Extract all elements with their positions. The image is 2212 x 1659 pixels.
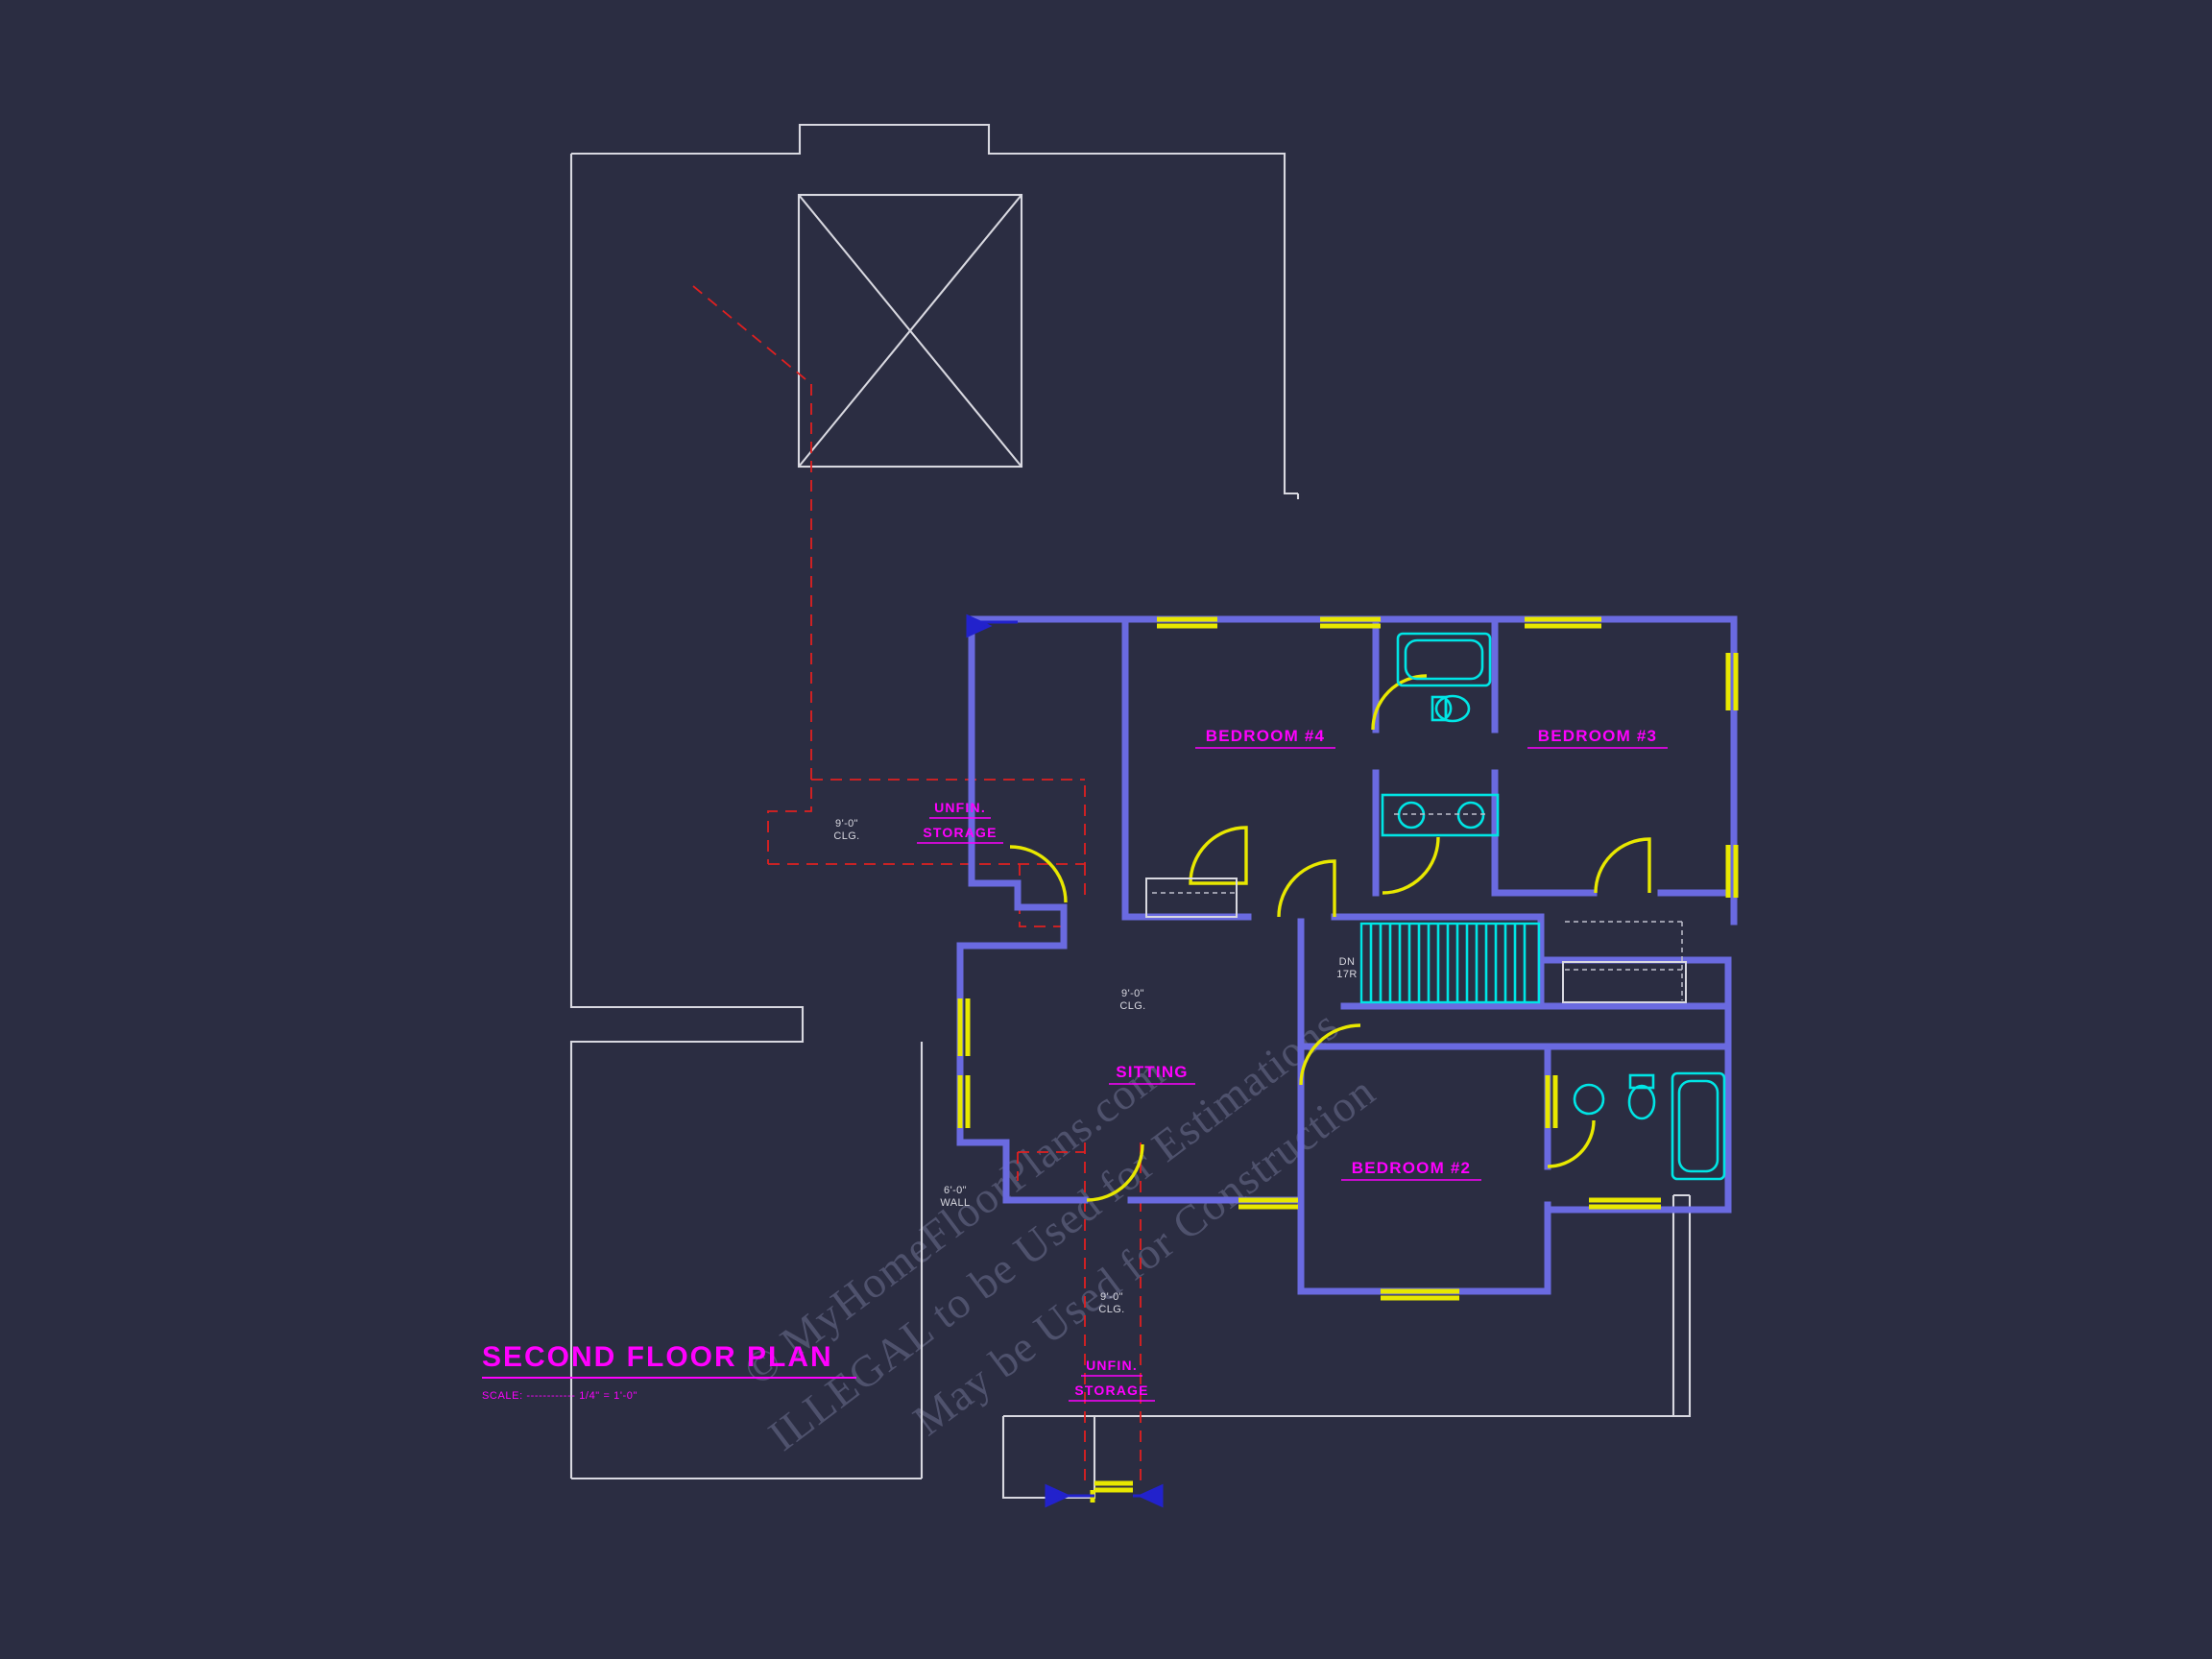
room-label-bedroom-3: BEDROOM #3 [1538,727,1657,745]
note-clg-3-line1: 9'-0" [1100,1291,1123,1303]
stair-treads [1359,922,1541,1004]
door-swing-sitting-bottom [1086,1143,1144,1202]
door-swing-bed2 [1299,1023,1361,1086]
door-swing-bath-lower [1382,836,1440,895]
note-clg-2-line1: 9'-0" [1121,988,1144,999]
room-label-unfin-storage-lower-line2: STORAGE [1074,1382,1148,1398]
right-outline [1673,1195,1692,1418]
note-stair-dn: DN [1339,956,1356,968]
vanity-upper [1381,793,1500,837]
sink-master [1573,1083,1605,1116]
roof-diagonal-2 [798,194,1022,468]
note-wall-line2: WALL [940,1197,970,1209]
door-swing-bath-top [1371,674,1428,731]
footprint-outline-lower-left [571,1042,924,1480]
footprint-outline [569,123,1298,1479]
toilet-master-bowl [1627,1084,1656,1120]
door-swing-bed3 [1594,837,1651,894]
note-clg-1-line2: CLG. [833,830,859,842]
door-swing-mbath [1547,1119,1596,1168]
dashed-storage-upper-left [767,384,812,864]
bathtub-master [1671,1071,1726,1181]
toilet-upper-bowl-outline [1434,694,1471,723]
room-label-sitting: SITTING [1116,1063,1188,1081]
roof-box-group [797,193,1023,469]
sink-upper-right [1456,801,1485,830]
room-label-bedroom-4: BEDROOM #4 [1206,727,1325,745]
note-clg-1-line1: 9'-0" [835,818,858,830]
page-title: SECOND FLOOR PLAN [482,1341,833,1373]
room-label-unfin-storage-upper-line1: UNFIN. [934,800,986,815]
toilet-upper-bowl [1444,696,1453,721]
note-clg-2-line2: CLG. [1119,1000,1145,1012]
note-clg-3-line2: CLG. [1098,1304,1124,1315]
closet-box-hall [1562,961,1687,1003]
note-stair-17r: 17R [1336,969,1357,980]
bathtub-upper [1396,632,1492,687]
door-swing-bed4 [1189,826,1248,885]
bathtub-upper-inner [1404,638,1484,681]
room-label-unfin-storage-lower-line1: UNFIN. [1086,1358,1138,1373]
room-label-unfin-storage-upper-line2: STORAGE [923,825,997,840]
closet-box-bed4 [1145,878,1238,918]
dashed-roof-slope [692,285,812,385]
toilet-master-tank [1628,1073,1655,1090]
note-wall-line1: 6'-0" [944,1185,967,1196]
sink-upper-left [1397,801,1426,830]
roof-box [797,193,1023,469]
room-label-bedroom-2: BEDROOM #2 [1352,1159,1471,1177]
scale-note: SCALE: ------------ 1/4" = 1'-0" [482,1390,637,1402]
door-swing-storage [1009,845,1068,903]
door-swing-bath-left [1277,859,1336,918]
bathtub-master-inner [1677,1079,1719,1173]
